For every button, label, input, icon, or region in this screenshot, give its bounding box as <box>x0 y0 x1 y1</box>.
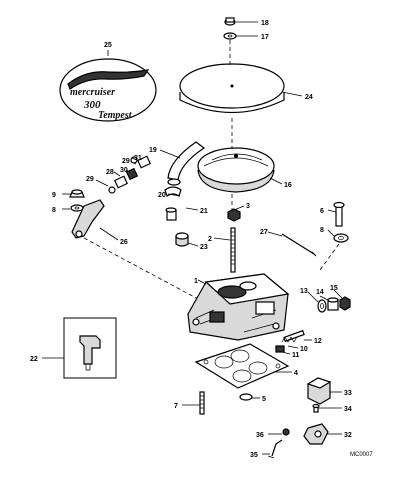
callout-23: 23 <box>200 244 208 251</box>
nut-part-9 <box>69 189 85 198</box>
callout-35: 35 <box>250 452 258 459</box>
callout-13: 13 <box>300 288 308 295</box>
callout-8-right: 8 <box>320 227 324 234</box>
callout-28: 28 <box>106 169 114 176</box>
callout-15: 15 <box>330 285 338 292</box>
solenoid-part-33 <box>306 377 332 405</box>
fitting-part-30 <box>125 167 139 181</box>
screw-part-11 <box>275 345 285 353</box>
bracket-part-32 <box>303 423 329 445</box>
diagram-code: MC0007 <box>350 452 373 458</box>
callout-11: 11 <box>292 352 300 359</box>
link-part-35 <box>267 439 283 459</box>
callout-10: 10 <box>300 346 308 353</box>
throttle-bracket-part-26 <box>71 199 105 239</box>
callout-16: 16 <box>284 182 292 189</box>
callout-numbers: 18 17 25 24 19 16 31 29 30 28 29 9 8 20 … <box>30 20 352 459</box>
callout-19: 19 <box>149 147 157 154</box>
fitting-part-31 <box>136 155 152 169</box>
washer-part-8-right <box>333 233 349 243</box>
flame-arrestor-part-16 <box>197 147 275 193</box>
rod-part-27 <box>281 233 317 257</box>
callout-32: 32 <box>344 432 352 439</box>
inset-box-part-22 <box>63 317 117 379</box>
callout-12: 12 <box>314 338 322 345</box>
leader-lines <box>42 21 343 455</box>
callout-3: 3 <box>246 203 250 210</box>
callout-18: 18 <box>261 20 269 27</box>
callout-34: 34 <box>344 406 352 413</box>
callout-9: 9 <box>52 192 56 199</box>
callout-30: 30 <box>120 167 128 174</box>
decal-text-line1: mercruiser <box>70 87 115 98</box>
gasket-part-5 <box>239 393 253 401</box>
washer-part-8-left <box>70 204 84 212</box>
screw-part-34 <box>312 403 320 413</box>
callout-25: 25 <box>104 42 112 49</box>
callout-6: 6 <box>320 208 324 215</box>
gasket-part-29b <box>108 186 116 194</box>
callout-27: 27 <box>260 229 268 236</box>
callout-7: 7 <box>174 403 178 410</box>
stud-part-2 <box>230 227 236 273</box>
callout-2: 2 <box>208 236 212 243</box>
fitting-part-21 <box>165 207 177 221</box>
air-cleaner-cover-part-24 <box>179 63 285 113</box>
clip-part-36 <box>282 428 290 436</box>
callout-22: 22 <box>30 356 38 363</box>
hose-part-19 <box>167 141 206 186</box>
bolt-part-6 <box>333 201 345 227</box>
grommet-part-23 <box>175 232 189 247</box>
decal-text-line2: 300 <box>83 99 101 111</box>
decal-part-25: mercruiser 300 Tempest <box>59 58 157 122</box>
callout-21: 21 <box>200 208 208 215</box>
callout-17: 17 <box>261 34 269 41</box>
callout-31: 31 <box>134 155 142 162</box>
fitting-part-28 <box>113 175 129 189</box>
spring-part-10 <box>281 336 298 343</box>
nut-part-15 <box>339 296 351 311</box>
callout-8-left: 8 <box>52 207 56 214</box>
callout-20: 20 <box>158 192 166 199</box>
decal-text-line3: Tempest <box>98 110 133 121</box>
callout-5: 5 <box>262 396 266 403</box>
callout-4: 4 <box>294 370 298 377</box>
gasket-part-4 <box>194 343 290 389</box>
nut-part-3 <box>227 208 241 222</box>
carburetor-part-1 <box>187 273 290 341</box>
filter-part-14 <box>327 297 339 311</box>
wing-nut-part-18 <box>224 17 236 26</box>
callout-29b: 29 <box>86 176 94 183</box>
callout-26: 26 <box>120 239 128 246</box>
callout-33: 33 <box>344 390 352 397</box>
callout-1: 1 <box>194 278 198 285</box>
callout-14: 14 <box>316 289 324 296</box>
callout-24: 24 <box>305 94 313 101</box>
washer-part-17 <box>223 32 237 40</box>
callout-36: 36 <box>256 432 264 439</box>
stud-part-7 <box>199 391 205 415</box>
screw-part-12 <box>283 329 305 343</box>
callout-29a: 29 <box>122 158 130 165</box>
gasket-part-13 <box>317 299 327 313</box>
